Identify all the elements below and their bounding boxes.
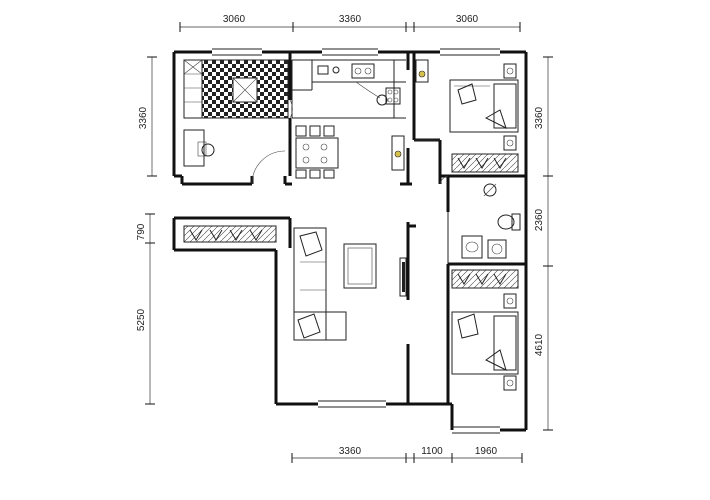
- lamp-icon: [418, 70, 426, 78]
- doors: [251, 99, 449, 185]
- dim-left-1: 3360: [138, 106, 149, 129]
- dimension-left: 3360 790 5250: [136, 56, 157, 405]
- dim-top-3: 3060: [456, 14, 479, 25]
- living-room: [183, 225, 407, 341]
- interior-walls: [288, 52, 526, 404]
- bathroom: [447, 183, 521, 264]
- dimension-bottom: 3360 1100 1960: [291, 446, 523, 463]
- toilet-icon: [497, 214, 515, 230]
- dim-bottom-2: 1100: [421, 446, 443, 457]
- dim-left-3: 5250: [136, 308, 147, 331]
- wardrobe: [183, 225, 277, 243]
- dim-right-2: 2360: [534, 208, 545, 231]
- dim-bottom-1: 3360: [339, 446, 362, 457]
- bedroom-1: [449, 63, 519, 173]
- washing-machine: [487, 239, 507, 259]
- dim-right-3: 4610: [534, 333, 545, 356]
- tv-cabinet: [399, 257, 407, 297]
- lamp-icon: [394, 150, 402, 158]
- dim-top-2: 3360: [339, 14, 362, 25]
- nightstand: [503, 63, 517, 79]
- sink-icon: [351, 63, 375, 79]
- appliance-icon: [317, 65, 329, 75]
- nightstand: [503, 293, 517, 309]
- desk: [183, 129, 205, 167]
- chair-icon: [201, 143, 215, 157]
- bed: [451, 311, 519, 375]
- nightstand: [503, 375, 517, 391]
- coffee-table: [343, 243, 377, 289]
- nightstand: [503, 135, 517, 151]
- dim-bottom-3: 1960: [475, 446, 498, 457]
- cushion-icon: [299, 231, 323, 257]
- pillow-icon: [457, 313, 479, 339]
- dim-top-1: 3060: [223, 14, 246, 25]
- dim-right-1: 3360: [534, 106, 545, 129]
- cushion-icon: [297, 313, 321, 339]
- bedroom-2: [451, 269, 519, 391]
- washbasin: [461, 235, 483, 259]
- kitchen: [291, 59, 429, 179]
- storage-room: [183, 59, 289, 167]
- exterior-walls: [172, 48, 528, 434]
- dim-left-2: 790: [136, 223, 147, 240]
- shower-icon: [483, 183, 497, 197]
- pillow-icon: [457, 83, 477, 105]
- dining-table: [295, 137, 339, 169]
- cabinet: [391, 135, 405, 171]
- dimension-right: 3360 2360 4610: [534, 56, 553, 431]
- stove-icon: [385, 87, 401, 105]
- bed: [449, 79, 519, 133]
- dimension-top: 3060 3360 3060: [179, 14, 521, 32]
